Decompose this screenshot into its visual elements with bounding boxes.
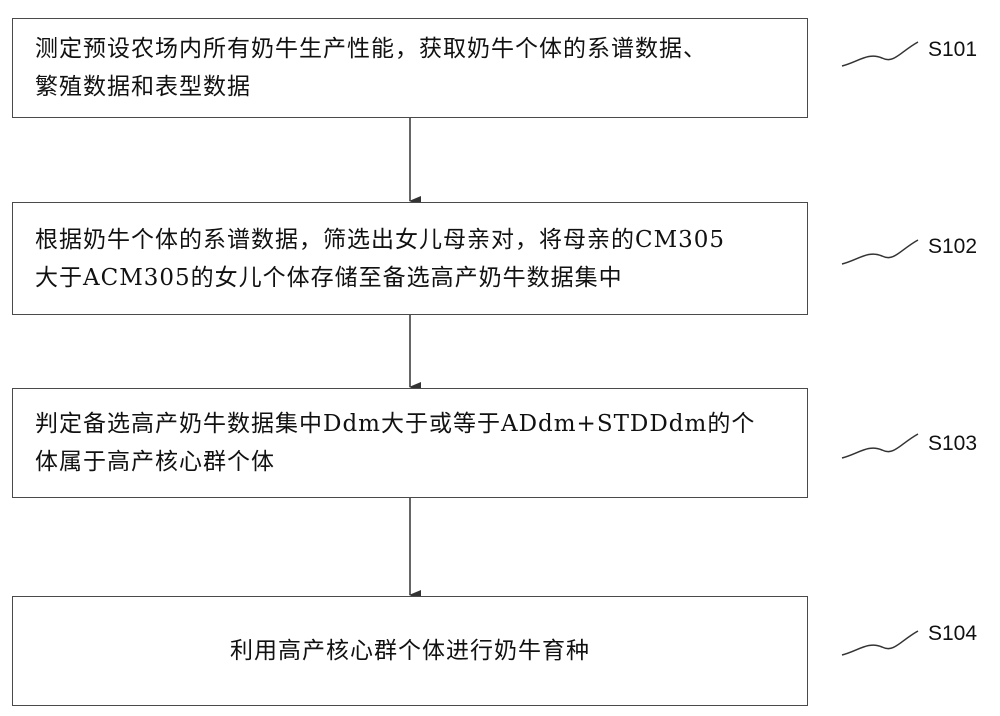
step-text-s101: 测定预设农场内所有奶牛生产性能，获取奶牛个体的系谱数据、 繁殖数据和表型数据: [35, 30, 707, 106]
step-box-s101: 测定预设农场内所有奶牛生产性能，获取奶牛个体的系谱数据、 繁殖数据和表型数据: [12, 18, 808, 118]
leader-line-s104: [841, 630, 919, 656]
step-box-s104: 利用高产核心群个体进行奶牛育种: [12, 596, 808, 706]
step-s102-line-2: 大于ACM305的女儿个体存储至备选高产奶牛数据集中: [35, 264, 623, 291]
step-text-s103: 判定备选高产奶牛数据集中Ddm大于或等于ADdm+STDDdm的个 体属于高产核…: [35, 405, 755, 481]
step-label-s102: S102: [928, 235, 978, 258]
step-label-s101: S101: [928, 38, 978, 61]
step-box-s103: 判定备选高产奶牛数据集中Ddm大于或等于ADdm+STDDdm的个 体属于高产核…: [12, 388, 808, 498]
step-s101-line-1: 测定预设农场内所有奶牛生产性能，获取奶牛个体的系谱数据、: [35, 36, 707, 62]
step-text-s104: 利用高产核心群个体进行奶牛育种: [230, 632, 590, 670]
leader-line-s103: [841, 433, 919, 459]
step-box-s102: 根据奶牛个体的系谱数据，筛选出女儿母亲对，将母亲的CM305 大于ACM305的…: [12, 202, 808, 315]
step-s104-line-1: 利用高产核心群个体进行奶牛育种: [230, 638, 590, 664]
step-s101-line-2: 繁殖数据和表型数据: [35, 74, 251, 100]
step-s103-line-1: 判定备选高产奶牛数据集中Ddm大于或等于ADdm+STDDdm的个: [35, 411, 756, 437]
step-label-s104: S104: [928, 622, 978, 645]
leader-line-s102: [841, 239, 919, 265]
step-text-s102: 根据奶牛个体的系谱数据，筛选出女儿母亲对，将母亲的CM305 大于ACM305的…: [35, 221, 725, 297]
step-label-s103: S103: [928, 432, 978, 455]
step-s102-line-1: 根据奶牛个体的系谱数据，筛选出女儿母亲对，将母亲的CM305: [35, 226, 726, 253]
leader-line-s101: [841, 41, 919, 67]
step-s103-line-2: 体属于高产核心群个体: [35, 449, 275, 475]
